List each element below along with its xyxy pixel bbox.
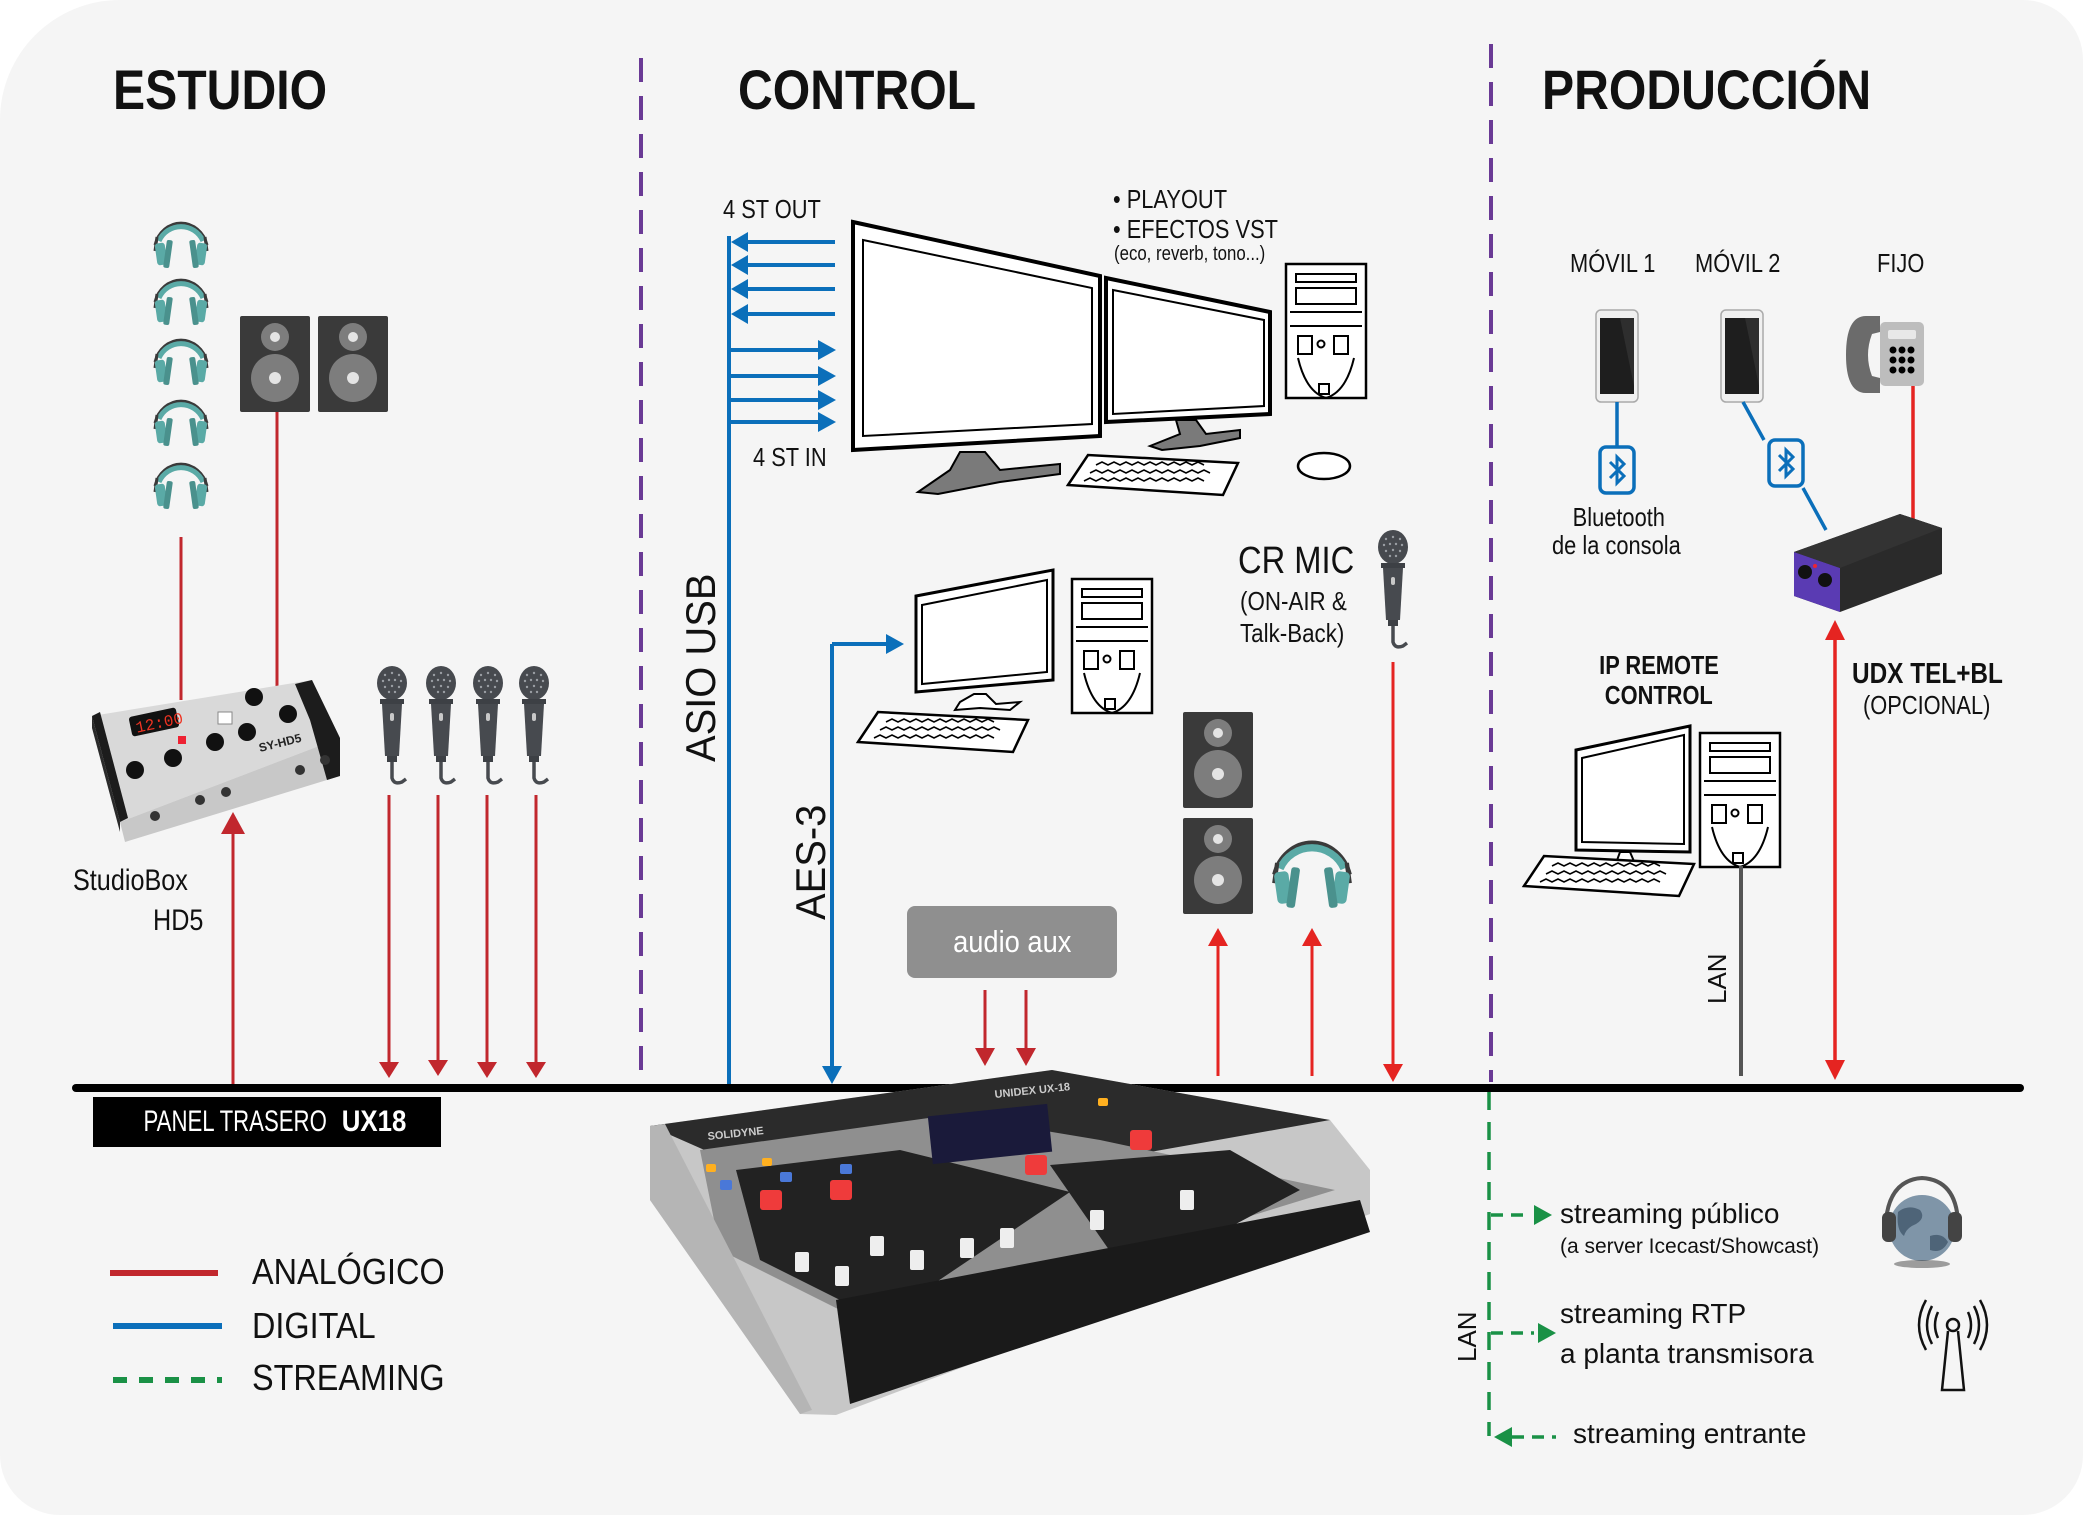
pc-tower-icon (1284, 262, 1368, 400)
audio-aux-box: audio aux (907, 906, 1117, 978)
cr-mic-icon (1376, 528, 1410, 649)
st-in-label: 4 ST IN (753, 442, 827, 472)
microphone-icon (375, 664, 409, 785)
studiobox-label-line1: StudioBox (73, 864, 188, 897)
ip-remote-workstation (1522, 724, 1782, 898)
ip-remote-label-line2: CONTROL (1604, 680, 1713, 710)
headphones-icon (155, 401, 208, 446)
audio-aux-arrows (975, 990, 1036, 1066)
playout-workstation (851, 219, 1368, 497)
studio-mics (375, 664, 551, 785)
headphones-icon (155, 280, 208, 325)
keyboard-icon (1522, 854, 1696, 898)
pc-tower-icon (1698, 731, 1782, 869)
cr-mic-label: CR MIC (1238, 540, 1355, 582)
udx-label-line2: (OPCIONAL) (1863, 690, 1991, 720)
bluetooth-icon (1767, 438, 1805, 488)
headphones-column (155, 223, 208, 509)
audio-aux-label: audio aux (952, 924, 1072, 959)
st-arrows (727, 232, 836, 1086)
efectos-label: EFECTOS VST (1126, 214, 1279, 244)
headphones-icon (155, 464, 208, 509)
headphones-icon (155, 340, 208, 385)
mobile-2-icon (1720, 309, 1764, 403)
aes-3-line (822, 634, 904, 1084)
fijo-label: FIJO (1877, 248, 1925, 278)
microphone-icon (471, 664, 505, 785)
legend-streaming-label: STREAMING (252, 1357, 445, 1398)
studiobox-label-line2: HD5 (153, 904, 204, 937)
streaming-rtp-label: streaming RTP (1560, 1298, 1747, 1329)
mixer-brand: SOLIDYNE (707, 1125, 764, 1143)
rear-panel-label-text: PANEL TRASERO (143, 1105, 327, 1138)
section-title-control: CONTROL (738, 58, 977, 121)
ip-remote-label-line1: IP REMOTE (1599, 650, 1719, 680)
section-title-estudio: ESTUDIO (113, 58, 328, 121)
landline-phone-icon (1846, 316, 1924, 393)
legend-digital-label: DIGITAL (252, 1305, 376, 1346)
legend-swatches (110, 1270, 222, 1383)
bluetooth-label-line1: Bluetooth (1572, 502, 1665, 532)
keyboard-icon (1066, 453, 1240, 497)
streaming-entrante-label: streaming entrante (1573, 1418, 1807, 1449)
udx-bus-line (1825, 620, 1845, 1080)
st-out-label: 4 ST OUT (723, 194, 821, 224)
cr-mic-sub1: (ON-AIR & (1240, 586, 1347, 616)
movil-1-label: MÓVIL 1 (1570, 248, 1656, 278)
globe-headphones-icon (1882, 1175, 1962, 1268)
cr-headphones-icon (1274, 843, 1351, 909)
section-title-produccion: PRODUCCIÓN (1542, 58, 1872, 121)
streaming-publico-label: streaming público (1560, 1198, 1780, 1229)
streaming-publico-sub: (a server Icecast/Showcast) (1560, 1235, 1820, 1258)
asio-usb-label: ASIO USB (677, 573, 724, 762)
streaming-rtp-sub: a planta transmisora (1560, 1338, 1814, 1369)
bt-udx-line (1801, 487, 1828, 531)
cr-speaker-top-icon (1183, 712, 1253, 808)
legend-analog-label: ANALÓGICO (252, 1251, 445, 1292)
speaker-right-icon (318, 316, 388, 412)
efectos-bullet: • EFECTOS VST (1113, 214, 1279, 244)
aes-3-label: AES-3 (787, 804, 834, 920)
playout-bullet: • PLAYOUT (1113, 184, 1228, 214)
cr-monitor-arrows (1208, 928, 1322, 1076)
streaming-lan (1487, 1092, 1556, 1447)
cr-speaker-bottom-icon (1183, 818, 1253, 914)
movil-2-label: MÓVIL 2 (1695, 248, 1781, 278)
arrow-head-down (1383, 1064, 1403, 1082)
mixer-console: SOLIDYNE UNIDEX UX-18 (650, 1070, 1370, 1415)
speaker-left-icon (240, 316, 310, 412)
mobile-1-icon (1595, 309, 1639, 403)
antenna-tower-icon (1917, 1299, 1989, 1392)
microphone-icon (424, 664, 458, 785)
cr-mic-sub2: Talk-Back) (1240, 618, 1345, 648)
udx-tel-bl-device (1794, 514, 1942, 612)
mic-arrows (379, 795, 546, 1078)
studiobox-hd5-device: 12:00 SY-HD5 (92, 680, 340, 842)
lan-label: LAN (1702, 953, 1732, 1004)
mouse-icon (1296, 451, 1352, 481)
microphone-icon (517, 664, 551, 785)
arrow-head-up (221, 812, 245, 834)
mobile2-bt-line (1741, 401, 1766, 441)
rear-panel-label: PANEL TRASERO UX18 (93, 1097, 441, 1147)
playout-label: PLAYOUT (1126, 184, 1228, 214)
bluetooth-label-line2: de la consola (1552, 530, 1681, 560)
udx-label-line1: UDX TEL+BL (1852, 658, 2003, 690)
headphones-icon (155, 223, 208, 268)
streaming-lan-label: LAN (1452, 1311, 1482, 1362)
rear-panel-model: UX18 (341, 1105, 406, 1138)
efectos-sub-label: (eco, reverb, tono...) (1114, 243, 1266, 265)
aes-workstation (856, 568, 1154, 754)
pc-tower-icon (1070, 577, 1154, 715)
bluetooth-icon (1598, 445, 1636, 495)
keyboard-icon (856, 710, 1030, 754)
